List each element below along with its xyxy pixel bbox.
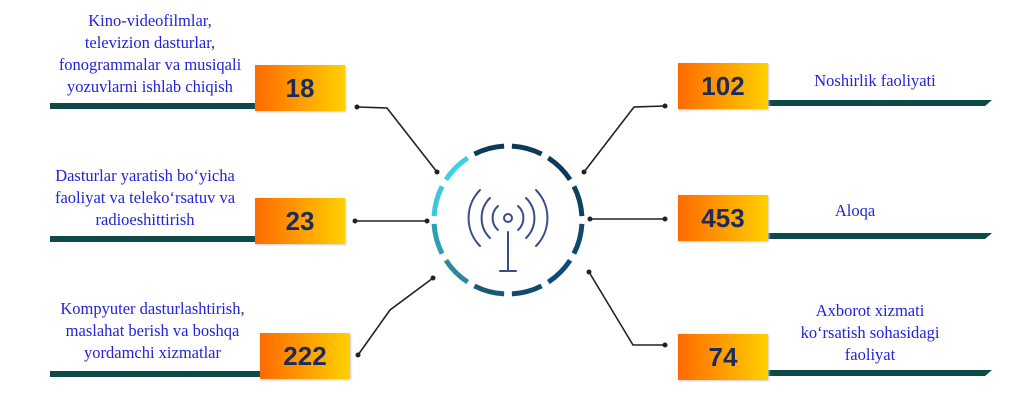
- category-label: Noshirlik faoliyati: [770, 70, 980, 92]
- ring-segment: [443, 155, 470, 182]
- connectors: [355, 105, 666, 356]
- label-line: Dasturlar yaratish bo‘yicha: [55, 166, 235, 185]
- label-line: yordamchi xizmatlar: [84, 343, 221, 362]
- label-underline: [760, 370, 992, 376]
- ring-segment: [546, 155, 573, 182]
- ring-segment: [431, 185, 445, 217]
- label-line: Noshirlik faoliyati: [814, 71, 936, 90]
- category-label: Dasturlar yaratish bo‘yicha faoliyat va t…: [30, 165, 260, 231]
- ring-segment: [473, 143, 505, 157]
- ring-segment: [571, 223, 585, 255]
- label-line: televizion dasturlar,: [84, 33, 216, 52]
- value-box: 222: [260, 333, 350, 379]
- value-box: 453: [678, 195, 768, 241]
- value-box: 18: [255, 65, 345, 111]
- label-line: radioeshittirish: [95, 210, 195, 229]
- label-underline: [760, 100, 992, 106]
- label-underline: [50, 103, 260, 109]
- label-line: ko‘rsatish sohasidagi: [800, 323, 940, 342]
- ring-segment: [511, 283, 543, 297]
- label-line: Kompyuter dasturlashtirish,: [60, 299, 245, 318]
- dashed-ring: [431, 143, 585, 297]
- label-line: Aloqa: [834, 201, 876, 220]
- category-label: Kompyuter dasturlashtirish, maslahat beri…: [35, 298, 270, 364]
- label-line: Kino-videofilmlar,: [88, 11, 212, 30]
- ring-segment: [431, 223, 445, 255]
- label-line: faoliyat va teleko‘rsatuv va: [54, 188, 236, 207]
- connector-102: [583, 105, 666, 173]
- label-line: yozuvlarni ishlab chiqish: [67, 77, 233, 96]
- ring-segment: [571, 185, 585, 217]
- label-line: Axborot xizmati: [815, 301, 925, 320]
- connector-222: [357, 277, 434, 356]
- label-line: faoliyat: [844, 345, 896, 364]
- category-label: Aloqa: [770, 200, 940, 222]
- ring-segment: [473, 283, 505, 297]
- connector-74: [588, 271, 665, 346]
- label-line: fonogrammalar va musiqali: [58, 55, 242, 74]
- value-box: 74: [678, 334, 768, 380]
- value-box: 23: [255, 198, 345, 244]
- label-underline: [50, 236, 260, 242]
- ring-segment: [546, 258, 573, 285]
- ring-segment: [443, 258, 470, 285]
- ring-segment: [511, 143, 543, 157]
- label-underline: [50, 371, 265, 377]
- category-label: Kino-videofilmlar, televizion dasturlar, f…: [40, 10, 260, 98]
- radio-tower-icon: [467, 189, 549, 272]
- category-label: Axborot xizmati ko‘rsatish sohasidagi faol…: [770, 300, 970, 366]
- label-underline: [760, 233, 992, 239]
- label-line: maslahat berish va boshqa: [65, 321, 240, 340]
- connector-18: [356, 106, 438, 173]
- value-box: 102: [678, 63, 768, 109]
